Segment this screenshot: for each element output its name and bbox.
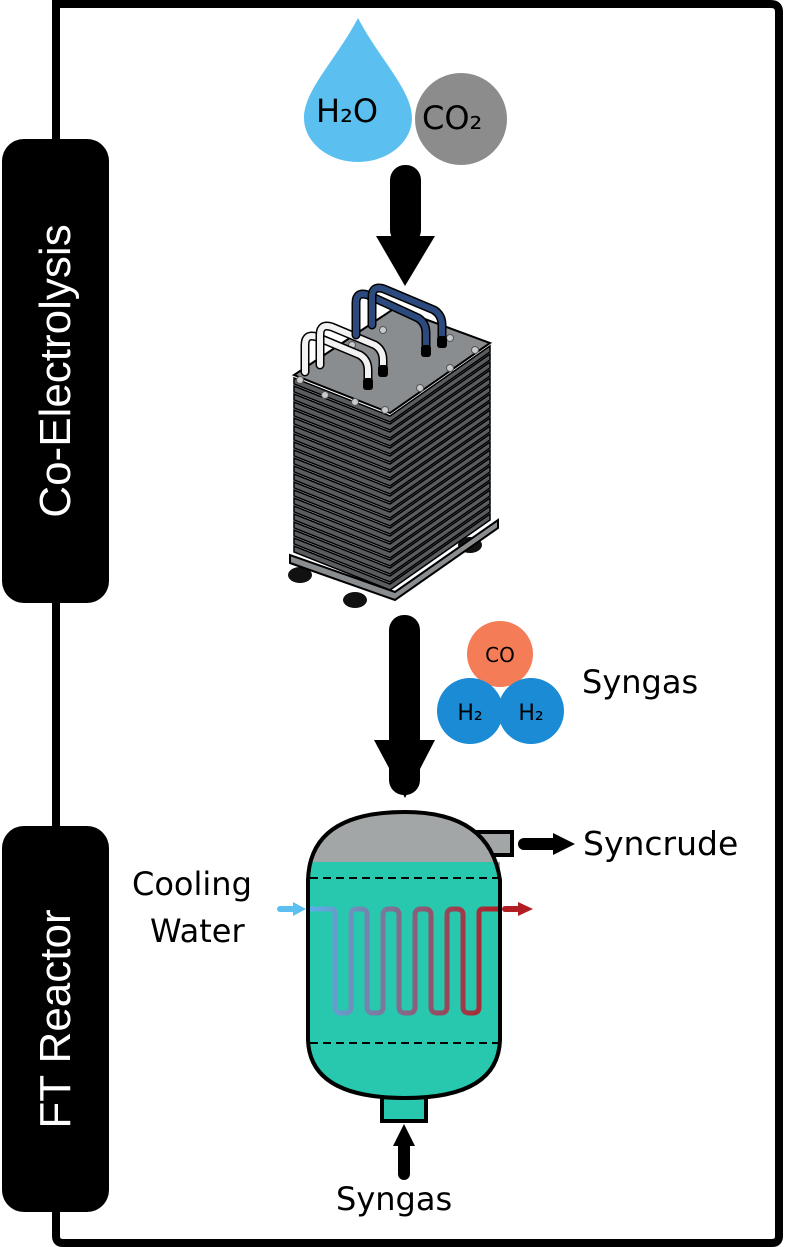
co2-label: CO₂	[422, 99, 483, 137]
syngas-in-arrow-icon	[393, 1124, 415, 1180]
stack-plate	[293, 376, 491, 455]
cooling-coil	[310, 906, 500, 1016]
stack-plate	[293, 448, 491, 527]
stack-bolt	[296, 376, 304, 384]
stack-bolt	[351, 398, 359, 406]
stack-bolt	[446, 334, 454, 342]
stack-plate	[293, 440, 491, 519]
stack-plate	[293, 432, 491, 511]
stack-plate	[293, 368, 491, 447]
outer-frame	[52, 0, 783, 1247]
co-molecule-icon	[467, 621, 533, 687]
h2-molecule-icon	[498, 678, 564, 744]
stack-plate	[293, 344, 491, 423]
stack-pipe	[369, 285, 445, 346]
water-drop-icon	[304, 18, 412, 162]
down-arrow-icon	[374, 615, 435, 798]
stack-plate	[293, 488, 491, 567]
syngas-in-label: Syngas	[336, 1180, 453, 1218]
stack-plate	[293, 400, 491, 479]
stage-tab-ft-reactor: FT Reactor	[2, 826, 109, 1212]
stack-plate	[293, 480, 491, 559]
stack-plate	[293, 512, 491, 591]
stack-pipe	[302, 333, 371, 388]
h2-label: H₂	[457, 701, 482, 726]
co-label: CO	[485, 643, 515, 667]
cooling-water-label-line2: Water	[150, 912, 245, 950]
stack-bolt	[379, 326, 387, 334]
stack-foot	[343, 592, 367, 608]
stack-pipe-cap	[437, 336, 447, 348]
h2-molecule-icon	[437, 678, 503, 744]
stack-plate	[293, 472, 491, 551]
stack-plate	[293, 408, 491, 487]
down-arrow-icon	[376, 165, 435, 286]
electrolyzer-stack-icon	[288, 283, 499, 608]
stack-plate	[293, 416, 491, 495]
stack-plate	[293, 360, 491, 439]
stack-pipe-cap	[378, 365, 388, 377]
stack-foot	[288, 567, 312, 583]
stack-base-plate	[289, 518, 499, 602]
stack-pipe-cap	[363, 378, 373, 390]
stage-label: FT Reactor	[30, 909, 80, 1129]
cooling-water-label-line1: Cooling	[132, 865, 252, 903]
stack-bolt	[321, 391, 329, 399]
co2-circle-icon	[415, 73, 507, 165]
stage-label: Co-Electrolysis	[30, 224, 80, 518]
stack-pipe-cap	[421, 345, 431, 357]
stack-plate	[293, 496, 491, 575]
stack-pipe	[353, 291, 429, 355]
stack-bolt	[471, 346, 479, 354]
syngas-label: Syngas	[582, 663, 699, 701]
stack-plate	[293, 424, 491, 503]
h2-label: H₂	[518, 701, 543, 726]
syncrude-arrow-icon	[518, 833, 575, 855]
stack-bolt	[416, 384, 424, 392]
water-label: H₂O	[316, 92, 379, 130]
stack-plate	[293, 504, 491, 583]
stack-plate	[293, 456, 491, 535]
cooling-water-in-arrow-icon	[277, 902, 306, 916]
stack-plate	[293, 392, 491, 471]
stack-plate	[293, 384, 491, 463]
stack-bolt	[381, 406, 389, 414]
stack-bolt	[446, 364, 454, 372]
cooling-water-out-arrow-icon	[502, 902, 533, 916]
syncrude-label: Syncrude	[583, 824, 739, 863]
stack-plate	[293, 352, 491, 431]
ft-reactor-vessel	[306, 809, 514, 1123]
stack-plate	[293, 464, 491, 543]
stage-tab-co-electrolysis: Co-Electrolysis	[2, 139, 109, 603]
